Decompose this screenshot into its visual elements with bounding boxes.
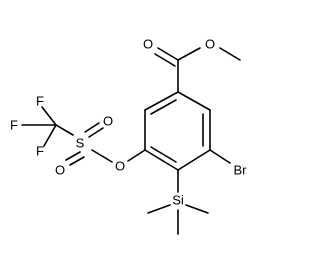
bond-c5-o — [127, 149, 146, 162]
bond-c-f-bottom — [43, 124, 57, 147]
bond-carbonyl-o-ester — [177, 47, 201, 61]
bond-o-methyl — [219, 47, 241, 61]
atom-labels: O O Br Si O S O O F F F — [10, 37, 247, 208]
ring-bond-c1-c2 — [177, 91, 211, 111]
bonds — [21, 47, 241, 235]
ring-bond-c4-c5-inner — [150, 146, 177, 163]
bond-c-f-top — [41, 106, 57, 126]
atom-f-bottom: F — [36, 144, 44, 159]
bond-carbonyl-o-double-b — [154, 53, 176, 67]
bond-si-methyl-right — [185, 204, 209, 214]
bond-s-o-down-a — [65, 151, 81, 161]
bond-s-o-up-a — [88, 127, 104, 138]
bond-carbonyl-o-double-a — [157, 47, 179, 61]
molecule-drawing: O O Br Si O S O O F F F — [10, 37, 247, 235]
bond-s-cf3 — [55, 124, 74, 136]
ring-bond-c4-c5 — [144, 149, 179, 171]
ring-bond-c6-c1-inner — [150, 99, 177, 115]
bond-si-methyl-left — [147, 204, 171, 214]
atom-s: S — [76, 136, 85, 151]
atom-br: Br — [234, 163, 248, 178]
atom-o-carbonyl: O — [143, 37, 153, 52]
atom-si: Si — [172, 193, 184, 208]
atom-f-left: F — [10, 118, 18, 133]
atom-o-ester: O — [205, 37, 215, 52]
structure-diagram: O O Br Si O S O O F F F — [10, 37, 247, 235]
bond-s-o-down-b — [69, 156, 85, 166]
bond-o-s — [91, 149, 113, 163]
ring-bond-c3-c4 — [177, 149, 211, 171]
bond-c3-br — [209, 149, 231, 164]
atom-o-aryl: O — [115, 159, 125, 174]
atom-f-top: F — [36, 94, 44, 109]
ring-bond-c6-c1 — [144, 91, 179, 111]
atom-o-sulfonyl-down: O — [55, 163, 65, 178]
atom-o-sulfonyl-up: O — [103, 114, 113, 129]
bond-s-o-up-b — [84, 122, 100, 133]
